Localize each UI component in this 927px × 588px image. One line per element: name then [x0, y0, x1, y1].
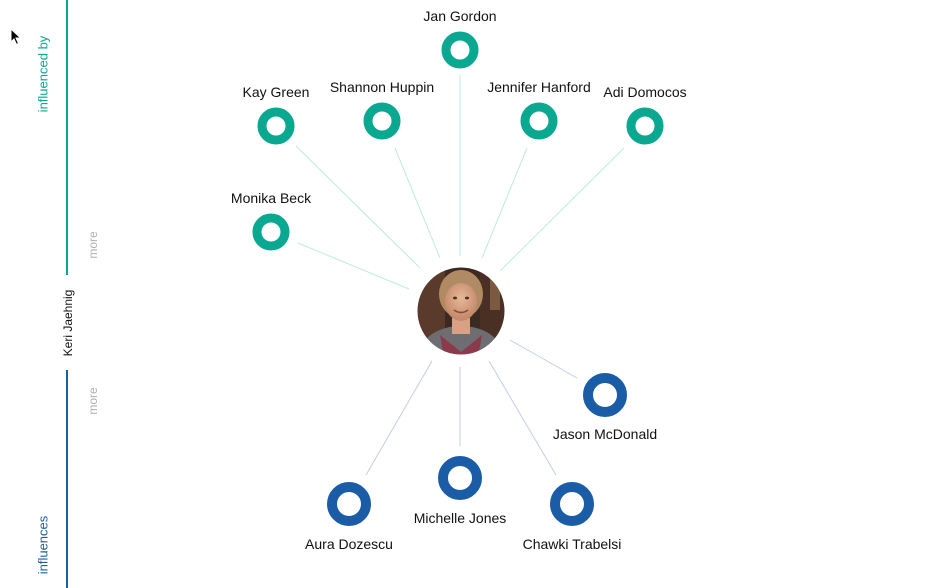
mouse-cursor-icon	[10, 28, 22, 46]
influences-rail	[66, 370, 68, 588]
node-aura-dozescu[interactable]: Aura Dozescu	[305, 482, 393, 552]
node-michelle-jones[interactable]: Michelle Jones	[414, 456, 507, 526]
edge-monika-beck	[297, 242, 410, 290]
node-label: Jan Gordon	[423, 8, 496, 24]
node-shannon-huppin[interactable]: Shannon Huppin	[330, 79, 434, 140]
node-kay-green[interactable]: Kay Green	[243, 84, 310, 145]
node-label: Kay Green	[243, 84, 310, 100]
node-jennifer-hanford[interactable]: Jennifer Hanford	[487, 79, 591, 140]
node-label: Aura Dozescu	[305, 536, 393, 552]
node-adi-domocos[interactable]: Adi Domocos	[603, 84, 687, 145]
edge-adi-domocos	[499, 147, 625, 272]
node-label: Monika Beck	[231, 190, 312, 206]
node-label: Adi Domocos	[603, 84, 686, 100]
node-jason-mcdonald[interactable]: Jason McDonald	[553, 373, 657, 442]
edge-shannon-huppin	[394, 147, 441, 259]
edge-jennifer-hanford	[481, 147, 528, 259]
center-person-avatar[interactable]	[415, 265, 507, 378]
influenced-by-edges	[295, 75, 625, 290]
node-label: Chawki Trabelsi	[523, 536, 622, 552]
node-label: Jason McDonald	[553, 426, 657, 442]
edge-chawki-trabelsi	[488, 360, 557, 476]
influences-edges	[365, 339, 578, 476]
influenced-by-rail	[66, 0, 68, 275]
edge-jason-mcdonald	[509, 339, 578, 379]
node-monika-beck[interactable]: Monika Beck	[231, 190, 312, 251]
node-label: Michelle Jones	[414, 510, 507, 526]
node-chawki-trabelsi[interactable]: Chawki Trabelsi	[523, 482, 622, 552]
node-jan-gordon[interactable]: Jan Gordon	[423, 8, 497, 69]
edge-aura-dozescu	[365, 360, 433, 476]
node-label: Jennifer Hanford	[487, 79, 591, 95]
node-label: Shannon Huppin	[330, 79, 434, 95]
edge-kay-green	[295, 145, 421, 269]
